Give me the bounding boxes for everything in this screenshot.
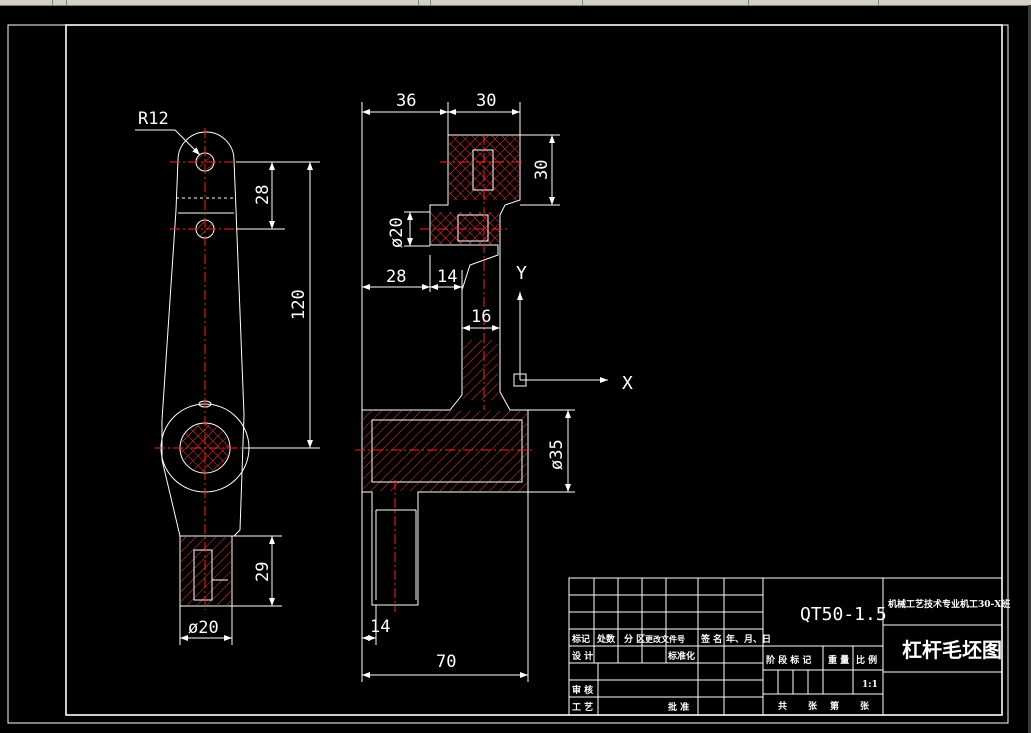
- x-axis-label: X: [622, 373, 633, 394]
- inner-border: [65, 24, 1003, 716]
- school-label: 机械工艺技术专业机工30-X班: [888, 598, 1010, 610]
- vertical-scrollbar[interactable]: [1028, 5, 1031, 733]
- sheets-total-unit: 张: [808, 700, 818, 712]
- left-view-dimensions: R12 28 120 29 ø20: [135, 109, 320, 645]
- cad-toolbar-strip: [0, 0, 1031, 6]
- toolbar-separator: [418, 0, 419, 5]
- design-label: 设 计: [572, 650, 593, 662]
- header-count: 处数: [596, 633, 616, 645]
- dim-dia20-left: ø20: [188, 618, 219, 638]
- radius-label: R12: [138, 109, 169, 129]
- header-change-doc: 更改文件号: [645, 634, 685, 644]
- dim-29: 29: [253, 562, 273, 582]
- dim-36: 36: [396, 91, 416, 111]
- dim-28-left: 28: [253, 185, 273, 205]
- dim-28-right: 28: [386, 267, 406, 287]
- standardize-label: 标准化: [667, 650, 695, 662]
- approve-label: 批 准: [668, 701, 689, 713]
- ucs-axes: Y X: [513, 263, 633, 394]
- dim-30-top: 30: [476, 91, 496, 111]
- toolbar-separator: [582, 0, 583, 5]
- stage-mark-label: 阶 段 标 记: [766, 654, 811, 666]
- toolbar-separator: [878, 0, 879, 5]
- dim-70: 70: [436, 652, 456, 672]
- dim-dia20-right: ø20: [387, 217, 407, 248]
- lever-section-view: [355, 134, 535, 612]
- toolbar-separator: [66, 0, 67, 5]
- y-axis-label: Y: [516, 263, 527, 284]
- sheet-num-unit: 张: [860, 700, 870, 712]
- sheet-num-label: 第: [830, 700, 839, 712]
- dim-16: 16: [471, 307, 491, 327]
- scale-value: 1:1: [862, 680, 878, 690]
- toolbar-separator: [430, 0, 431, 5]
- process-label: 工 艺: [572, 701, 593, 713]
- dim-14-lower: 14: [370, 617, 390, 637]
- dim-30-side: 30: [532, 160, 552, 180]
- toolbar-separator: [52, 0, 53, 5]
- weight-label: 重 量: [828, 654, 849, 666]
- header-mark: 标记: [571, 633, 590, 645]
- header-zone: 分 区: [624, 633, 645, 645]
- sheets-total-label: 共: [778, 700, 787, 712]
- dim-dia35: ø35: [547, 439, 567, 470]
- right-view-dimensions: 36 30 30 ø20 28 14 16 ø35 14 70: [361, 91, 575, 682]
- toolbar-separator: [748, 0, 749, 5]
- title-block: QT50-1.5 机械工艺技术专业机工30-X班 杠杆毛坯图 标记 处数 分 区…: [568, 577, 1010, 716]
- drawing-title: 杠杆毛坯图: [902, 638, 1002, 662]
- scale-label: 比 例: [856, 654, 877, 666]
- lever-front-view: [155, 128, 255, 610]
- dim-120: 120: [289, 289, 309, 320]
- review-label: 审 核: [572, 684, 593, 696]
- dim-14-upper: 14: [437, 267, 457, 287]
- header-date: 年、月、日: [726, 633, 771, 645]
- header-signature: 签 名: [700, 633, 722, 645]
- material-label: QT50-1.5: [800, 604, 887, 625]
